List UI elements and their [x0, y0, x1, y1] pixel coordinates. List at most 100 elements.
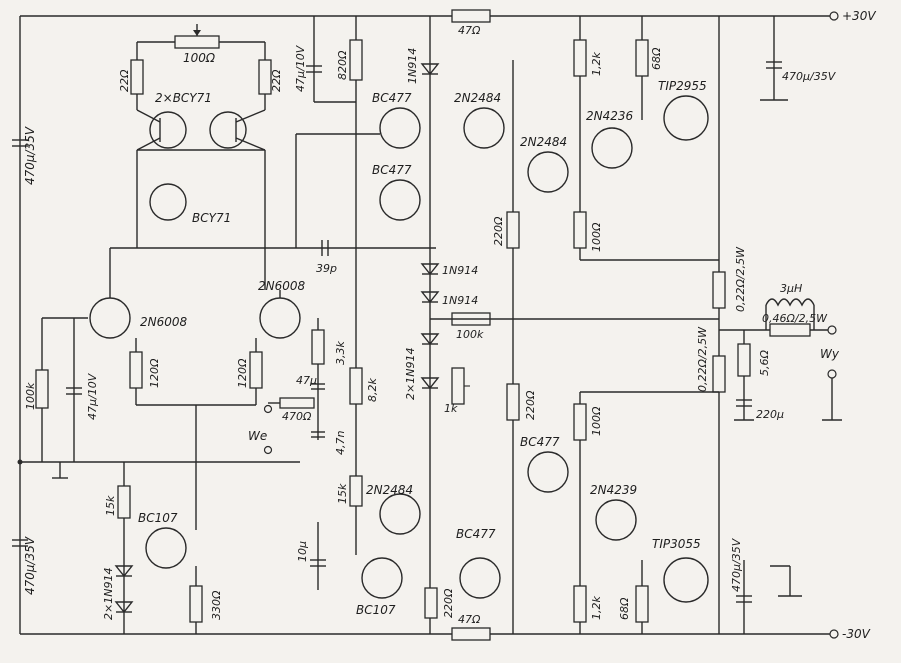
cap-10u-label: 10µ	[296, 541, 309, 562]
current-source: 15k 2×1N914 BC107 330Ω	[102, 462, 223, 634]
q2n2484-a-symbol	[463, 107, 505, 149]
q2n2484-a-label: 2N2484	[454, 91, 501, 105]
cap-470-bot-right-label: 470µ/35V	[730, 537, 743, 592]
minus-rail-terminal[interactable]	[829, 629, 839, 639]
supply-rails: +30V -30V	[19, 9, 876, 641]
r220-c-label: 220Ω	[442, 588, 455, 618]
cap-4n7-label: 4,7n	[334, 431, 347, 455]
r15k-left-label: 15k	[104, 495, 117, 516]
bc477-c-symbol	[527, 451, 569, 493]
d-mid1-label: 1N914	[442, 264, 478, 277]
tip3055-symbol	[663, 557, 709, 603]
input-label: We	[248, 429, 267, 443]
plus-rail-label: +30V	[842, 9, 876, 23]
plus-rail-terminal[interactable]	[829, 11, 839, 21]
q2n4236-symbol	[591, 127, 633, 169]
r022-bot-label: 0,22Ω/2,5W	[696, 326, 709, 392]
bc477-b-symbol	[379, 179, 421, 221]
q2n4239-symbol	[595, 499, 637, 541]
bcy71-label: BCY71	[192, 211, 231, 225]
q2n2484-b-label: 2N2484	[520, 135, 567, 149]
d-top-label: 1N914	[406, 48, 419, 84]
r330-label: 330Ω	[210, 590, 223, 620]
r120-right-label: 120Ω	[236, 358, 249, 388]
r1k2-top-label: 1,2k	[590, 52, 603, 76]
bc477-c-label: BC477	[520, 435, 560, 449]
r100k-mid-label: 100k	[456, 328, 484, 341]
r22-left-label: 22Ω	[118, 69, 131, 92]
q2n2484-c-label: 2N2484	[366, 483, 413, 497]
q2n6008-left-symbol	[89, 297, 131, 339]
d-pair-label: 2×1N914	[404, 348, 417, 400]
cap-220u-label: 220µ	[756, 408, 784, 421]
r100-bot-label: 100Ω	[590, 406, 603, 436]
bc477-b-label: BC477	[372, 163, 412, 177]
q2n6008-right-label: 2N6008	[258, 279, 306, 293]
input-ground-terminal[interactable]	[263, 445, 273, 455]
bcy71-pair-right-symbol	[209, 111, 247, 149]
input-network: 3,3k 47µ 470Ω 4,7n We	[248, 318, 347, 455]
r47-bot-label: 47Ω	[458, 613, 481, 626]
bc477-d-symbol	[459, 557, 501, 599]
q2n4239-label: 2N4239	[590, 483, 637, 497]
bc107-mid-label: BC107	[356, 603, 396, 617]
bcy71-symbol	[149, 183, 187, 221]
inductor-label: 3µH	[780, 282, 802, 295]
r220-b-label: 220Ω	[524, 390, 537, 420]
cap-470-top-right-label: 470µ/35V	[782, 70, 837, 83]
r100-trim-label: 100Ω	[183, 51, 216, 65]
input-stage: 100Ω 22Ω 22Ω 2×BCY71 BCY71 2N6008 2N6008	[24, 24, 436, 530]
r470-label: 470Ω	[282, 410, 312, 423]
output-inductor-symbol	[765, 298, 815, 307]
bc477-a-symbol	[379, 107, 421, 149]
d-mid2-label: 1N914	[442, 294, 478, 307]
q2n6008-right-symbol	[259, 297, 301, 339]
r100-top-label: 100Ω	[590, 222, 603, 252]
input-terminal[interactable]	[263, 404, 273, 414]
r5r6-label: 5,6Ω	[758, 350, 771, 376]
bc477-a-label: BC477	[372, 91, 412, 105]
r820-label: 820Ω	[336, 50, 349, 80]
cap-39p-label: 39p	[316, 262, 337, 275]
r47-top-label: 47Ω	[458, 24, 481, 37]
cap-470-bot-left-label: 470µ/35V	[23, 536, 37, 595]
r22-right-label: 22Ω	[270, 69, 283, 92]
upper-drivers: 2N2484 220Ω 220Ω 2N2484 1,2k 100Ω 68Ω 2N…	[454, 16, 719, 634]
q2n2484-b-symbol	[527, 151, 569, 193]
bc107-left-symbol	[145, 527, 187, 569]
bcy71-pair-left-symbol	[149, 111, 187, 149]
output-stage: 0,22Ω/2,5W 0,22Ω/2,5W 470µ/35V 0,46Ω/2,5…	[456, 16, 842, 634]
output-label: Wy	[820, 347, 840, 361]
cap-470-top-left-label: 470µ/35V	[23, 126, 37, 185]
r120-left-label: 120Ω	[148, 358, 161, 388]
q2n6008-left-label: 2N6008	[140, 315, 188, 329]
r022-top-label: 0,22Ω/2,5W	[734, 246, 747, 312]
cap-47-10v-top-label: 47µ/10V	[294, 44, 307, 92]
minus-rail-label: -30V	[842, 627, 871, 641]
tip2955-label: TIP2955	[658, 79, 707, 93]
d-left-pair-label: 2×1N914	[102, 568, 115, 620]
r68-bot-label: 68Ω	[618, 597, 631, 620]
q2n4236-label: 2N4236	[586, 109, 634, 123]
r68-top-label: 68Ω	[650, 47, 663, 70]
r3k3-label: 3,3k	[334, 341, 347, 365]
bc477-d-label: BC477	[456, 527, 496, 541]
r220-a-label: 220Ω	[492, 216, 505, 246]
bc107-mid-symbol	[361, 557, 403, 599]
r15k-mid-label: 15k	[336, 483, 349, 504]
tip3055-label: TIP3055	[652, 537, 701, 551]
r8k2-label: 8,2k	[366, 378, 379, 402]
bc107-left-label: BC107	[138, 511, 178, 525]
driver-stage: 47µ/10V 820Ω BC477 BC477 39p 8,2k 15k 10…	[294, 16, 421, 617]
tip2955-symbol	[663, 95, 709, 141]
bias-string: 47Ω 1N914 1N914 1N914 100k 2×1N914 1k 47…	[404, 9, 719, 641]
output-terminal[interactable]	[827, 325, 837, 335]
r1k-pot-label: 1k	[444, 402, 458, 415]
r1k2-bot-label: 1,2k	[590, 596, 603, 620]
left-supply-caps: 470µ/35V 470µ/35V	[12, 126, 300, 595]
r046-label: 0,46Ω/2,5W	[762, 312, 828, 325]
cap-47u-label: 47µ	[296, 374, 317, 387]
output-ground-terminal[interactable]	[827, 369, 837, 379]
bcy71-pair-label: 2×BCY71	[155, 91, 212, 105]
